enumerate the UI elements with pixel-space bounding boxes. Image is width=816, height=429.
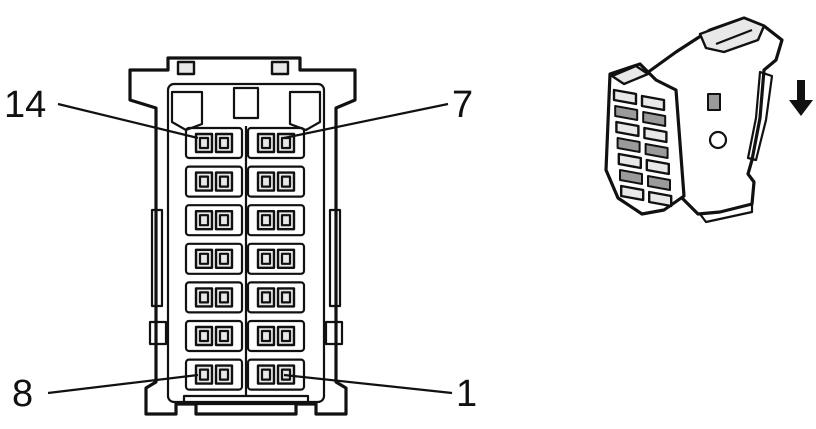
iso-terminal-cells — [612, 88, 673, 208]
terminal-cavity — [184, 204, 244, 237]
iso-terminal-cell — [617, 152, 642, 170]
latch-notch-right — [270, 60, 290, 76]
iso-terminal-cell — [643, 126, 668, 144]
terminal-cavity — [184, 281, 244, 314]
latch-notch-left — [176, 60, 196, 76]
pin-label-8: 8 — [12, 373, 33, 415]
connector-isometric-view — [604, 16, 784, 224]
iso-terminal-cell — [642, 111, 667, 127]
right-step — [324, 320, 344, 346]
terminal-cavity — [246, 165, 306, 198]
terminal-cavity — [246, 242, 306, 275]
left-rib — [150, 208, 164, 308]
terminal-cavity — [184, 165, 244, 198]
iso-side-arm — [746, 70, 774, 162]
iso-terminal-cell — [612, 88, 638, 106]
left-step — [148, 320, 168, 346]
connector-front-view — [128, 56, 357, 416]
bottom-skirt — [182, 394, 310, 406]
terminal-cavity — [246, 281, 306, 314]
iso-window — [707, 93, 721, 111]
iso-terminal-cell — [620, 184, 645, 202]
iso-terminal-cell — [644, 143, 669, 159]
iso-terminal-cell — [640, 94, 666, 112]
iso-bottom-edge — [617, 195, 685, 216]
iso-front-cap — [610, 64, 650, 86]
leader-line-7 — [283, 102, 449, 140]
pin-label-1: 1 — [456, 373, 477, 415]
leader-line-14 — [57, 102, 199, 140]
iso-terminal-cell — [614, 105, 639, 121]
center-guide — [232, 86, 260, 120]
terminal-cavity — [246, 319, 306, 353]
pin-label-7: 7 — [452, 84, 473, 126]
terminal-cavity — [246, 204, 306, 237]
iso-latch-ridge — [715, 28, 753, 46]
pin-label-14: 14 — [4, 84, 46, 126]
iso-pivot-hole — [708, 130, 728, 150]
iso-foot — [699, 204, 754, 224]
iso-terminal-cell — [619, 169, 643, 185]
iso-terminal-cell — [647, 175, 671, 191]
terminal-cavity — [184, 242, 244, 275]
inner-cavity — [166, 82, 326, 404]
terminal-cavity — [184, 319, 244, 353]
leader-line-8 — [47, 373, 199, 395]
iso-terminal-cell — [645, 158, 670, 176]
iso-terminal-cell — [615, 120, 640, 138]
upper-right-window — [288, 90, 322, 132]
iso-terminal-cell — [616, 137, 641, 153]
right-rib — [328, 208, 342, 308]
terminal-cavity — [246, 358, 306, 391]
terminal-cavity — [246, 126, 306, 160]
arrow-down-icon — [789, 80, 813, 116]
leader-line-1 — [283, 373, 453, 395]
terminal-cavity — [184, 126, 244, 160]
